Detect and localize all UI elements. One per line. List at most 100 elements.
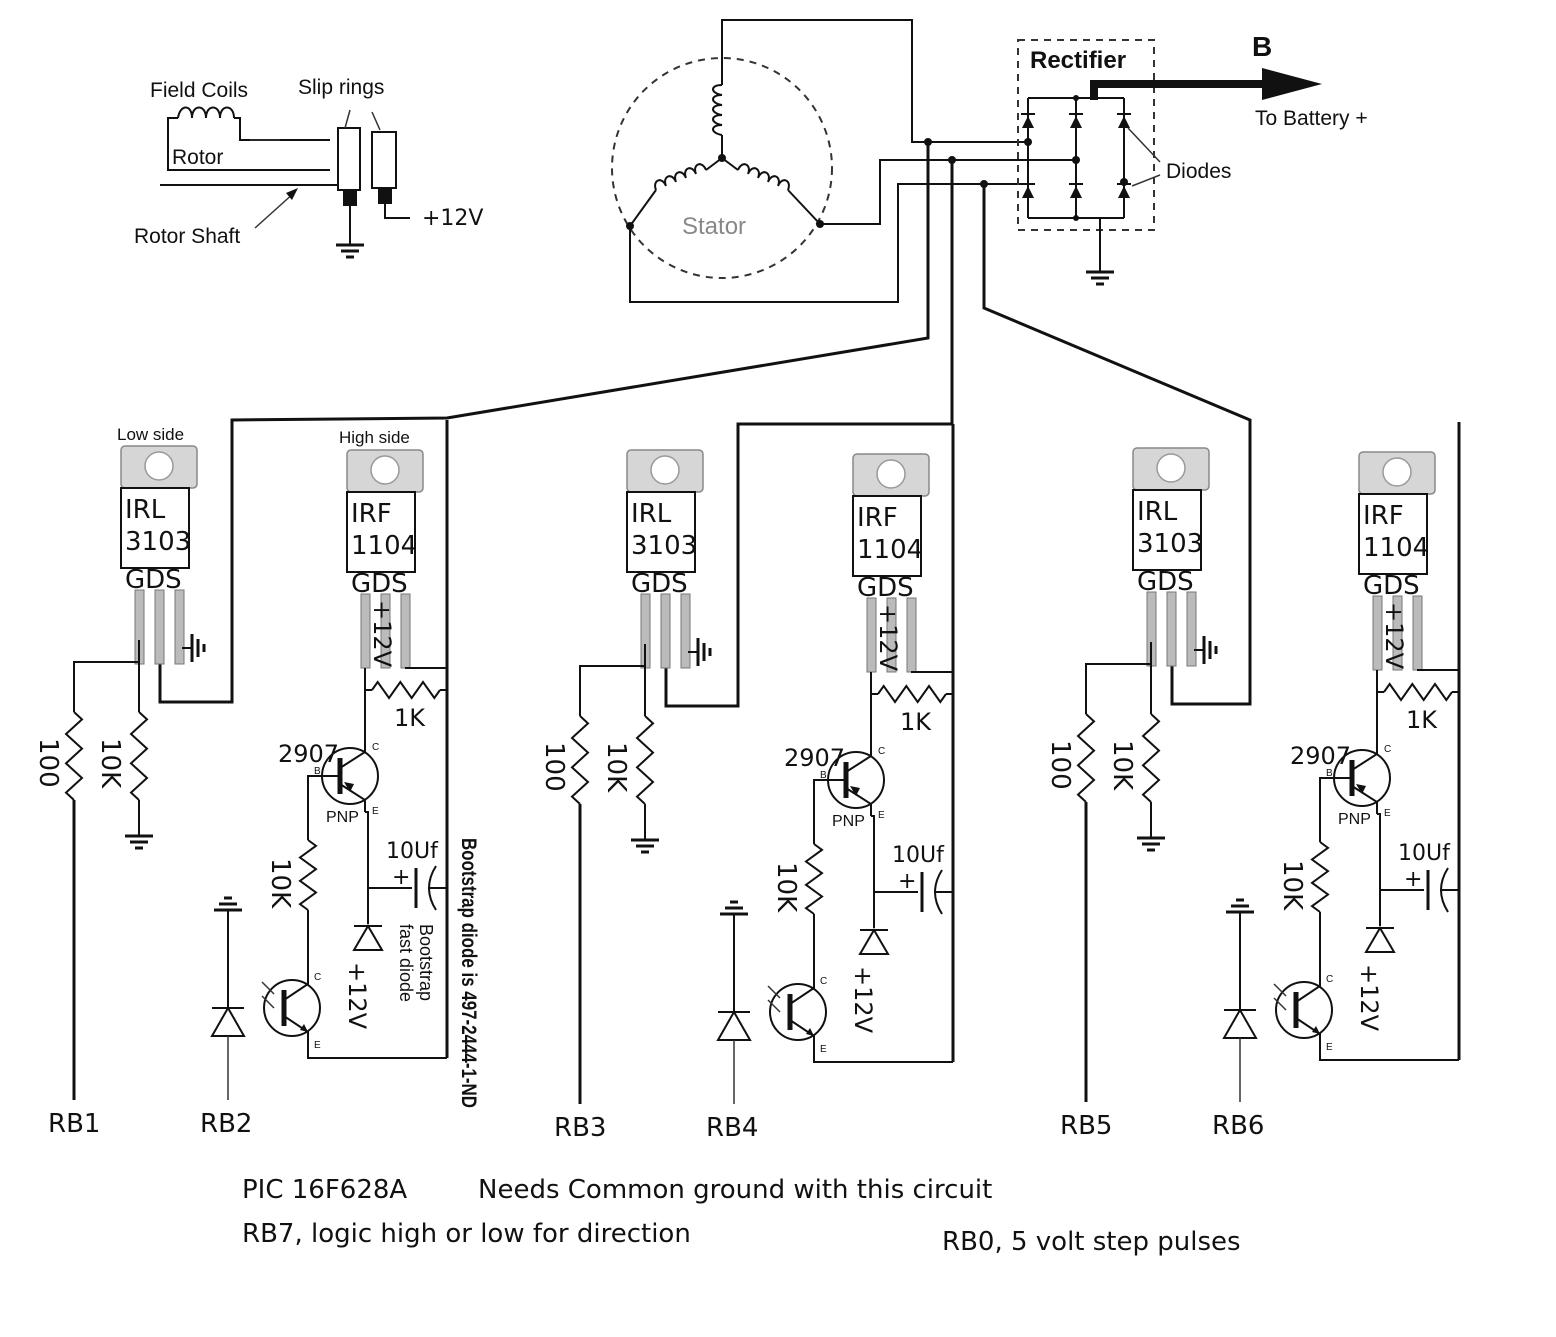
rotor-shaft-label: Rotor Shaft — [134, 225, 240, 248]
low-side-input-pin: RB3 — [554, 1113, 606, 1143]
bootstrap-part-note: Bootstrap diode is 497-2444-1-ND — [457, 838, 480, 1108]
svg-text:C: C — [1326, 974, 1333, 985]
svg-text:C: C — [878, 746, 885, 757]
pullup-resistor-label: 1K — [1406, 706, 1438, 734]
pullup-resistor-label: 1K — [394, 704, 426, 732]
fet-line1: IRF — [351, 499, 392, 529]
stator-outline — [611, 57, 833, 279]
gate-pullup-resistor — [877, 684, 947, 704]
svg-text:+: + — [898, 869, 916, 894]
base-resistor — [298, 839, 318, 911]
fet-line1: IRF — [1363, 501, 1404, 531]
low-side-input-pin: RB5 — [1060, 1111, 1112, 1141]
drain-supply-label: +12V — [1380, 602, 1408, 670]
transistor-type-label: PNP — [1338, 811, 1371, 828]
note-pic: PIC 16F628A — [242, 1175, 407, 1205]
stator-winding-a — [712, 84, 723, 136]
stator-label: Stator — [682, 213, 746, 240]
fet-line2: 1104 — [1363, 533, 1429, 563]
battery-terminal-label: B — [1252, 31, 1272, 62]
pulldown-resistor-label: 10K — [601, 742, 631, 793]
transistor-part-label: 2907 — [1290, 742, 1351, 770]
stator-section: Stator — [611, 19, 1076, 303]
fet-pins: GDS — [1137, 567, 1194, 597]
fet-line1: IRL — [125, 495, 166, 525]
svg-text:B: B — [314, 766, 321, 777]
base-resistor-label: 10K — [265, 858, 295, 909]
note-rb7: RB7, logic high or low for direction — [242, 1219, 691, 1249]
fet-pins: GDS — [857, 573, 914, 603]
opto-led — [716, 1009, 752, 1041]
svg-text:E: E — [878, 810, 885, 821]
fet-pins: GDS — [1363, 571, 1420, 601]
gate-resistor — [570, 715, 590, 805]
slip-rings-label: Slip rings — [298, 76, 384, 99]
fet-pins: GDS — [631, 569, 688, 599]
field-coils-label: Field Coils — [150, 79, 248, 102]
alternator-rotor-section: Field Coils Slip rings Rotor +12V Rotor … — [134, 76, 483, 259]
svg-text:C: C — [314, 972, 321, 983]
fet-line1: IRF — [857, 503, 898, 533]
slip-ring-1 — [337, 127, 361, 191]
stator-winding-c — [737, 163, 790, 191]
opto-phototransistor: CE — [767, 976, 953, 1063]
base-resistor — [1310, 841, 1330, 913]
rectifier-box — [1017, 39, 1155, 231]
fet-pins: GDS — [125, 565, 182, 595]
high-side-label: High side — [339, 428, 410, 447]
svg-text:Bootstrap diode is 497-2444-1-: Bootstrap diode is 497-2444-1-ND — [457, 838, 480, 1108]
svg-text:E: E — [1384, 808, 1391, 819]
pulldown-resistor — [129, 711, 149, 801]
rectifier-label: Rectifier — [1030, 47, 1126, 74]
svg-text:B: B — [1326, 768, 1333, 779]
pulldown-resistor-label: 10K — [1107, 740, 1137, 791]
base-resistor — [804, 843, 824, 915]
rectifier-diodes — [1021, 113, 1131, 198]
note-common-ground: Needs Common ground with this circuit — [478, 1175, 992, 1205]
opto-phototransistor: CE — [261, 972, 447, 1059]
gate-resistor-label: 100 — [33, 738, 63, 788]
fet-line2: 1104 — [351, 531, 417, 561]
gate-resistor-label: 100 — [1045, 740, 1075, 790]
battery-output-arrow — [1090, 80, 1270, 100]
high-side-input-pin: RB6 — [1212, 1111, 1264, 1141]
pulldown-resistor-label: 10K — [95, 738, 125, 789]
driver-stage-2: IRL3103GDS100RB310KIRF1104GDS+12V1K2907P… — [539, 424, 955, 1143]
fet-line1: IRL — [1137, 497, 1178, 527]
low-side-label: Low side — [117, 425, 184, 444]
rotor-supply-label: +12V — [422, 206, 483, 231]
fet-pins: GDS — [351, 569, 408, 599]
gate-pullup-resistor — [1383, 682, 1453, 702]
diode-supply-label: +12V — [343, 962, 371, 1030]
rectifier-section: Rectifier Diodes B To Battery + — [1017, 31, 1368, 286]
drain-supply-label: +12V — [874, 604, 902, 672]
fet-line2: 3103 — [1137, 529, 1203, 559]
drain-supply-label: +12V — [368, 600, 396, 668]
high-side-input-pin: RB4 — [706, 1113, 758, 1143]
fet-line2: 1104 — [857, 535, 923, 565]
svg-text:Bootstrapfast diode: Bootstrapfast diode — [396, 924, 436, 1002]
driver-stage-3: IRL3103GDS100RB510KIRF1104GDS+12V1K2907P… — [1045, 422, 1461, 1141]
svg-text:+: + — [392, 865, 410, 890]
bootstrap-cap-label: 10Uf — [1398, 841, 1451, 866]
stator-winding-b — [654, 163, 707, 191]
gate-pullup-resistor — [371, 680, 441, 700]
pulldown-resistor — [1141, 713, 1161, 803]
note-rb0: RB0, 5 volt step pulses — [942, 1227, 1241, 1257]
bootstrap-cap-label: 10Uf — [386, 839, 439, 864]
diode-supply-label: +12V — [1355, 964, 1383, 1032]
fet-line1: IRL — [631, 499, 672, 529]
svg-text:+: + — [1404, 867, 1422, 892]
gate-resistor-label: 100 — [539, 742, 569, 792]
opto-phototransistor: CE — [1273, 974, 1459, 1061]
svg-text:B: B — [820, 770, 827, 781]
